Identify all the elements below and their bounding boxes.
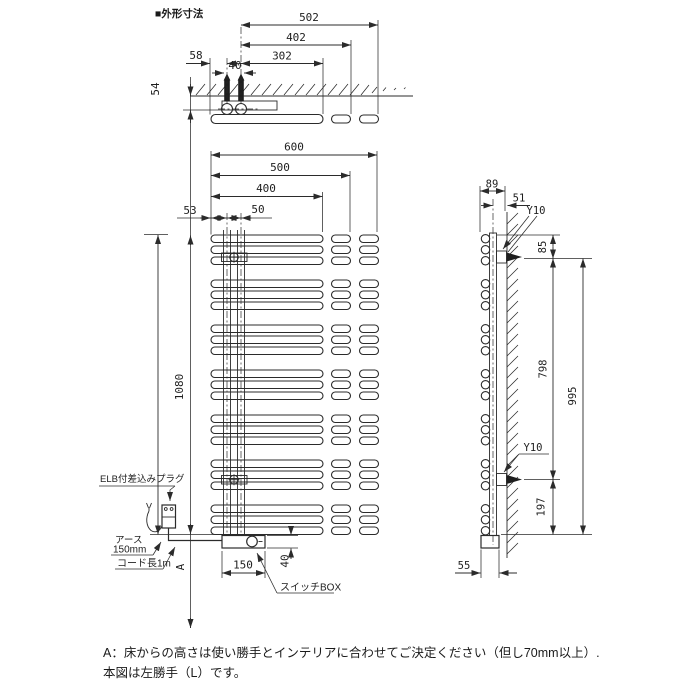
label-switch-box: スイッチBOX: [280, 582, 341, 594]
plan-towel-bar-main: [210, 113, 324, 125]
switch-knob: [246, 535, 258, 548]
side-tube-ends: [480, 234, 491, 536]
dim-plan-54: 54: [149, 82, 162, 96]
label-anchor-y10-top: Y10: [527, 205, 546, 217]
side-view: 89 51 Y10 85 798 197 995 Y10: [455, 179, 592, 578]
front-towel-bars: [210, 234, 380, 536]
power-cord: [167, 528, 222, 542]
dim-plan-58: 58: [189, 49, 202, 62]
switch-box: [221, 534, 266, 549]
dim-floor-height-a: A: [174, 563, 187, 570]
side-switch-box: [480, 534, 500, 549]
dim-front-150: 150: [233, 559, 253, 572]
note-line2: 本図は左勝手（L）です。: [103, 665, 246, 680]
dim-side-55: 55: [458, 560, 471, 572]
label-cord-length: コード長1m: [117, 558, 171, 570]
front-bracket-top: [221, 251, 248, 263]
plan-mounting-plate: [221, 100, 278, 111]
dim-front-40: 40: [279, 554, 292, 567]
dim-plan-402: 402: [286, 31, 306, 44]
dim-plan-40: 40: [228, 59, 241, 72]
dim-side-197: 197: [536, 498, 548, 517]
side-bracket-bottom: [496, 473, 522, 486]
side-bracket-top: [496, 250, 522, 264]
earth-wire: [146, 502, 162, 533]
label-anchor-y10-bottom: Y10: [524, 442, 543, 454]
label-elb-plug: ELB付差込みプラグ: [100, 473, 185, 485]
dim-side-798: 798: [538, 360, 550, 379]
dim-front-600: 600: [284, 141, 304, 154]
dim-side-995: 995: [567, 387, 579, 406]
dim-front-50: 50: [251, 203, 264, 216]
label-earth-length: 150mm: [113, 545, 146, 556]
label-earth: アース: [115, 535, 142, 546]
dim-plan-502: 502: [299, 11, 319, 24]
dim-plan-302: 302: [272, 50, 292, 63]
note-line1: A：床からの高さは使い勝手とインテリアに合わせてご決定ください（但し70mm以上…: [103, 645, 600, 660]
drawing-title: ■外形寸法: [155, 7, 204, 20]
dim-side-51: 51: [513, 193, 526, 205]
plan-wall-bracket-right: [237, 73, 245, 102]
front-view: 600 500 400 53 50: [99, 141, 380, 628]
dim-side-85: 85: [537, 241, 549, 254]
top-view: 502 402 302 58 40 54: [149, 11, 413, 125]
plan-wall-hatch: [195, 83, 406, 96]
side-wall-hatch: [506, 212, 519, 555]
front-bracket-bottom: [221, 474, 248, 486]
dim-front-500: 500: [270, 161, 290, 174]
dim-front-1080: 1080: [173, 374, 186, 401]
dim-front-53: 53: [183, 204, 196, 217]
dim-side-89: 89: [486, 179, 499, 191]
dim-front-400: 400: [256, 182, 276, 195]
plan-towel-bar-short2: [358, 114, 380, 124]
elb-plug: [161, 504, 177, 529]
notes: A：床からの高さは使い勝手とインテリアに合わせてご決定ください（但し70mm以上…: [103, 645, 600, 680]
plan-towel-bar-short1: [330, 114, 352, 124]
